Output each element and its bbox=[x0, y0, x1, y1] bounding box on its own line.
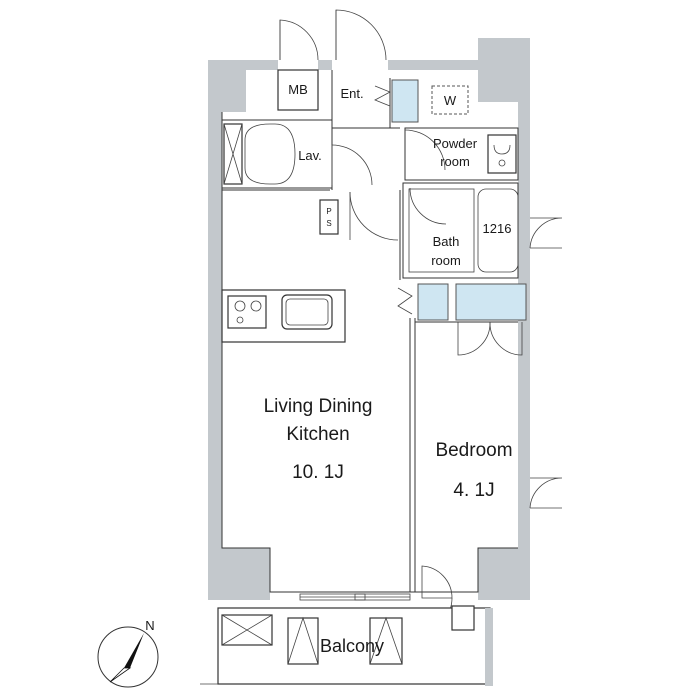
bath-room-label-line2: room bbox=[431, 253, 461, 268]
lavatory-label: Lav. bbox=[298, 148, 322, 163]
closets bbox=[397, 283, 527, 356]
bathroom-fixtures bbox=[409, 187, 563, 273]
pipe-space-label-s: S bbox=[326, 219, 331, 228]
ldk-label-line2: Kitchen bbox=[286, 424, 349, 445]
compass bbox=[97, 626, 159, 688]
washer-label: W bbox=[444, 93, 457, 108]
exterior-walls bbox=[208, 38, 530, 600]
bedroom-size-label: 4. 1J bbox=[453, 480, 494, 501]
powder-room-label-line2: room bbox=[440, 154, 470, 169]
compass-north-label: N bbox=[145, 618, 154, 633]
bath-room-label-line1: Bath bbox=[433, 234, 460, 249]
powder-room bbox=[404, 129, 517, 174]
powder-room-label-line1: Powder bbox=[433, 136, 478, 151]
bedroom-label: Bedroom bbox=[435, 440, 512, 461]
ldk-size-label: 10. 1J bbox=[292, 462, 344, 483]
entrance-area bbox=[277, 9, 469, 123]
pipe-space-label-p: P bbox=[326, 207, 331, 216]
bath-size-label: 1216 bbox=[483, 221, 512, 236]
ldk-label-line1: Living Dining bbox=[264, 396, 373, 417]
mb-label: MB bbox=[288, 82, 308, 97]
kitchen-counter bbox=[221, 289, 346, 343]
interior-lines bbox=[221, 70, 519, 601]
entrance-label: Ent. bbox=[340, 86, 363, 101]
lavatory bbox=[223, 123, 373, 186]
corridor bbox=[319, 191, 399, 241]
balcony-label: Balcony bbox=[320, 636, 384, 656]
balcony-area bbox=[200, 605, 493, 686]
